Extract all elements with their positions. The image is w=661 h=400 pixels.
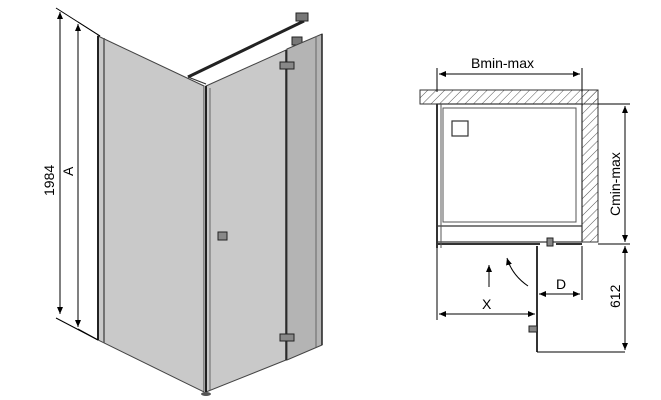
perspective-view: 1984 A [41, 7, 323, 396]
plan-view: Bmin-max Cmin-max 612 X D [419, 55, 630, 353]
door-swing-arc [506, 257, 529, 287]
right-wall [581, 89, 599, 243]
upper-hinge [279, 61, 295, 70]
fixed-glass-panel [286, 33, 323, 361]
top-support-rod [187, 19, 305, 79]
width-label: Bmin-max [471, 55, 534, 71]
side-glass-panel [97, 35, 205, 393]
door-glass-panel [205, 49, 287, 393]
d-label: D [556, 276, 566, 292]
door-handle [217, 231, 228, 241]
lower-hinge [279, 333, 295, 342]
height-value-label: 1984 [41, 165, 57, 196]
back-wall [419, 89, 599, 105]
depth-label: Cmin-max [607, 152, 623, 216]
drain-square [451, 120, 469, 137]
x-label: X [482, 296, 492, 312]
door-offset-label: 612 [607, 284, 623, 308]
top-clamp [295, 12, 309, 22]
height-letter-label: A [60, 166, 76, 176]
